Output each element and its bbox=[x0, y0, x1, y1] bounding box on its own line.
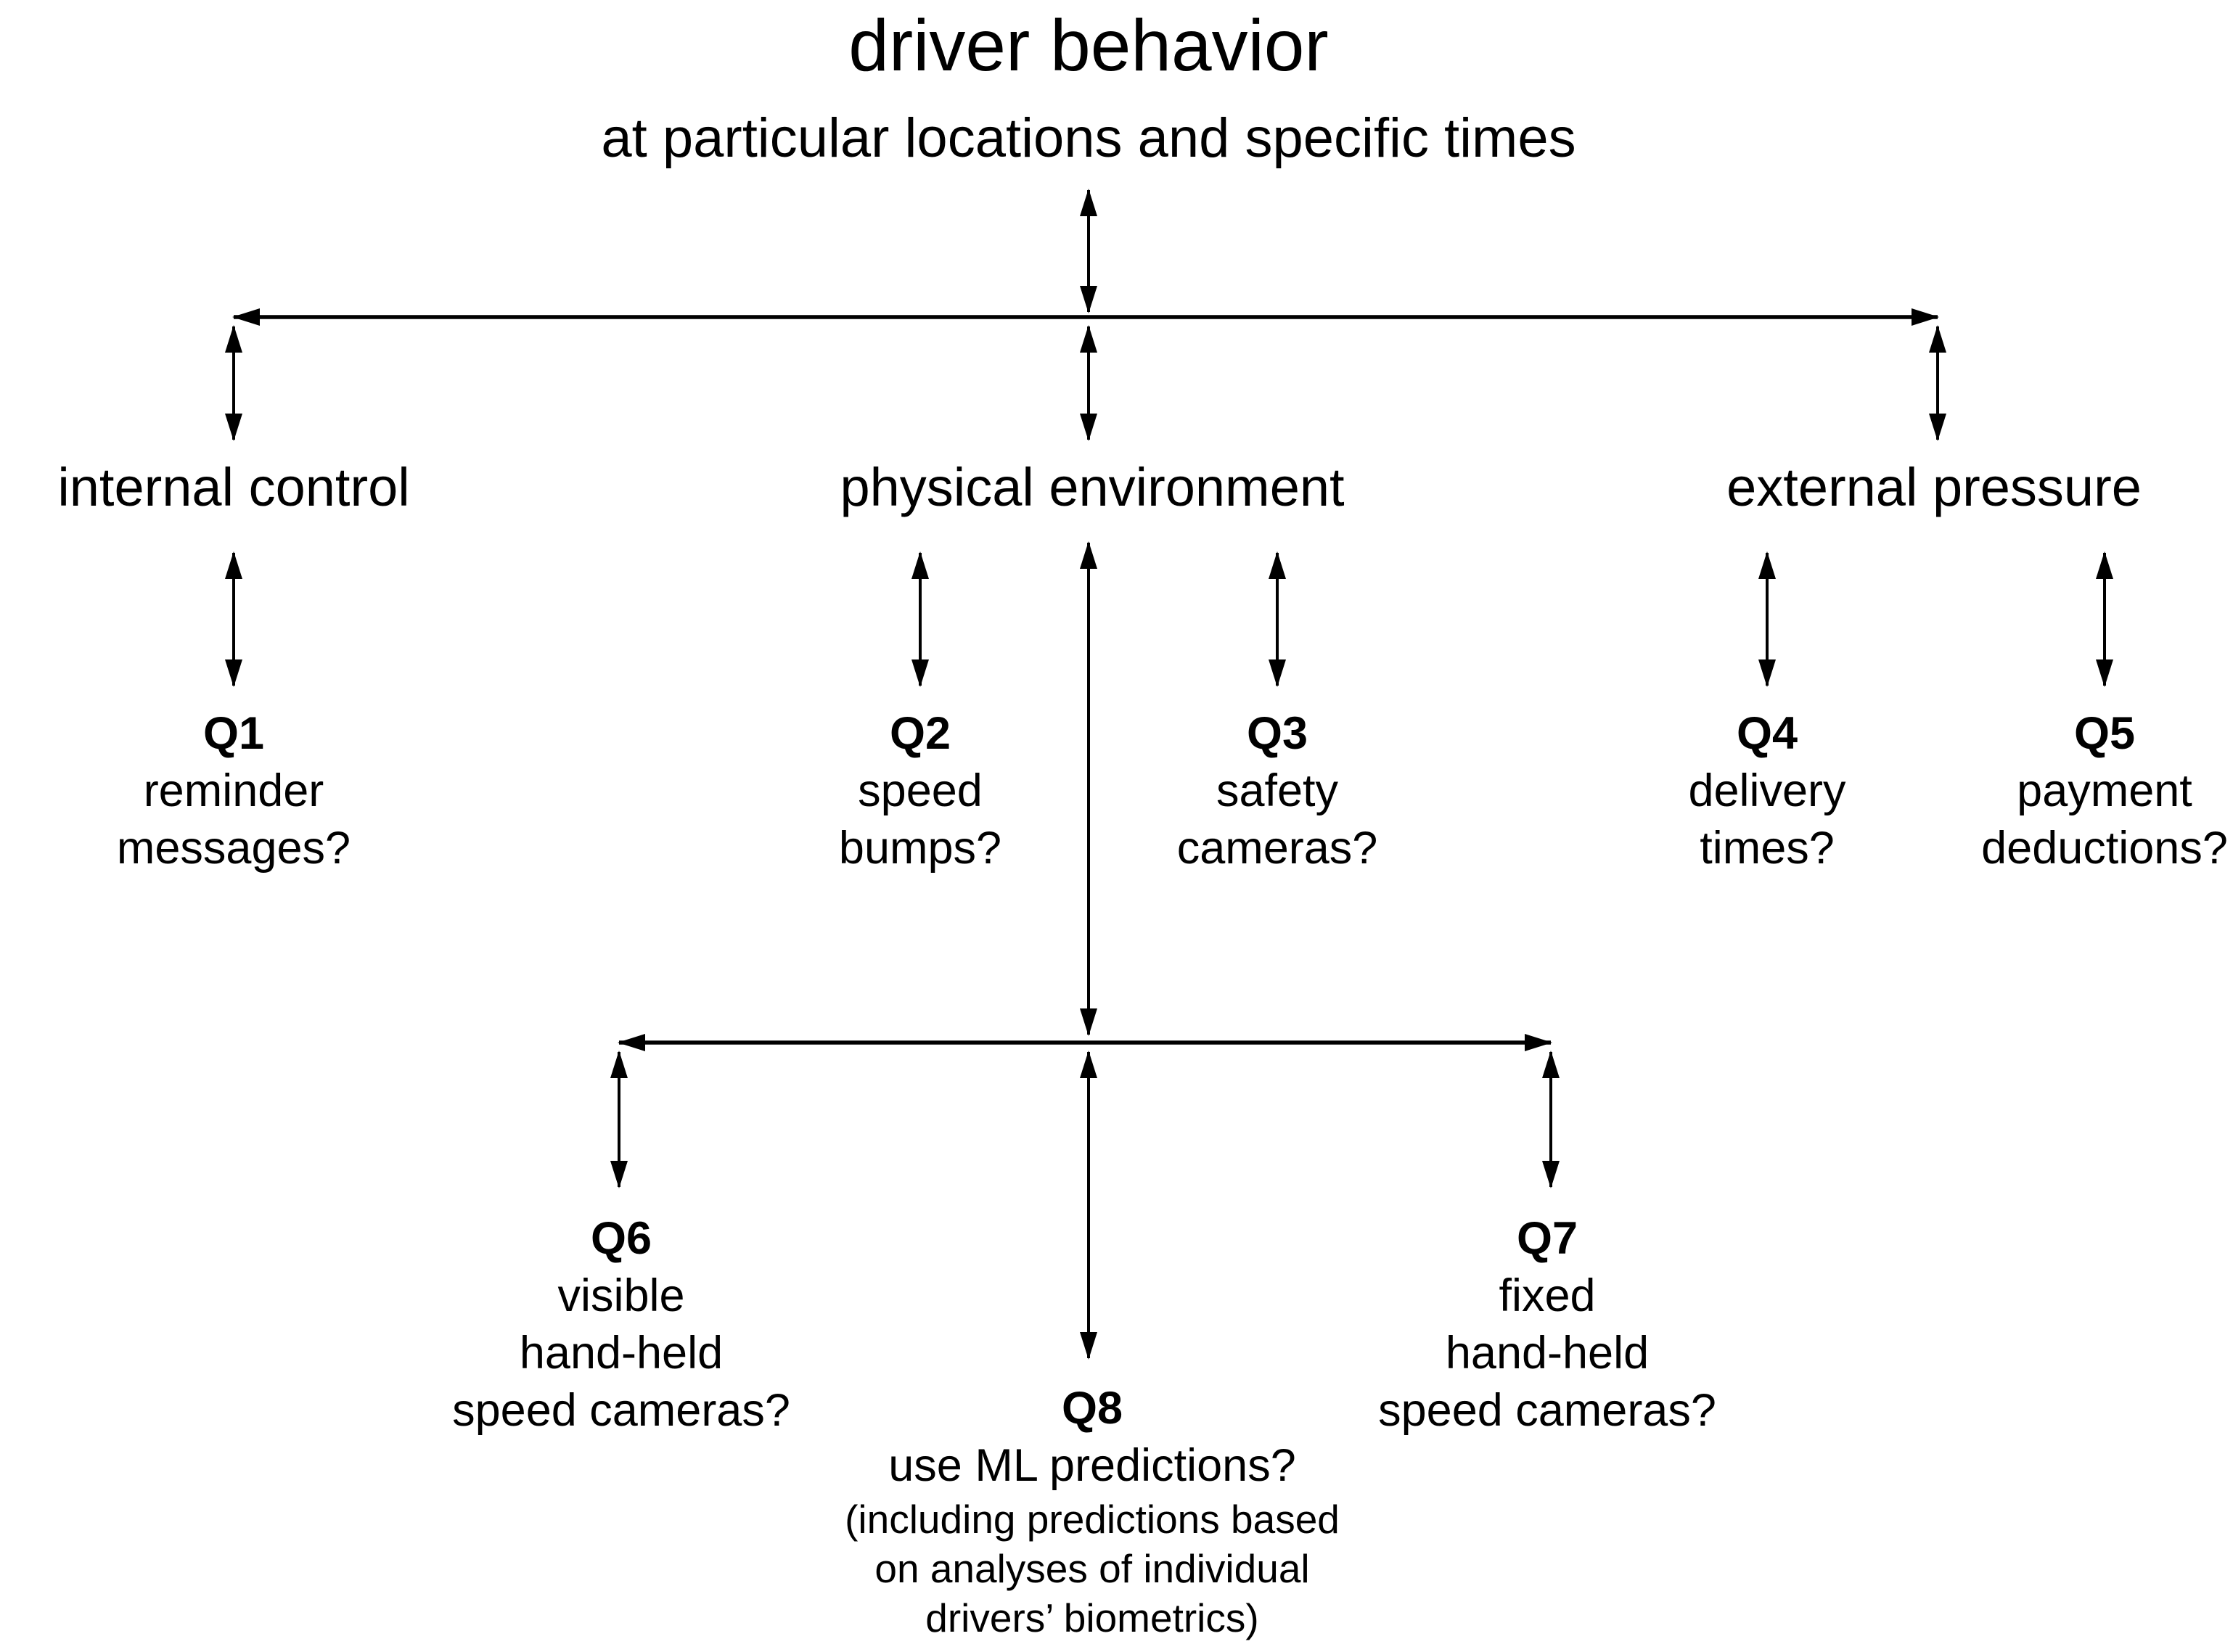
question-q2: Q2 speed bumps? bbox=[839, 705, 1001, 877]
question-q8-id: Q8 bbox=[1061, 1383, 1123, 1434]
question-q4-line: delivery bbox=[1688, 765, 1846, 816]
question-q1: Q1 reminder messages? bbox=[117, 705, 351, 877]
question-q8-note-line: on analyses of individual bbox=[874, 1546, 1310, 1591]
category-external-pressure: external pressure bbox=[1726, 457, 2142, 517]
question-q8-note-line: (including predictions based bbox=[845, 1497, 1340, 1542]
question-q7-line: speed cameras? bbox=[1378, 1385, 1716, 1436]
question-q4: Q4 delivery times? bbox=[1688, 705, 1845, 877]
question-q4-id: Q4 bbox=[1736, 708, 1798, 759]
question-q1-id: Q1 bbox=[202, 708, 265, 759]
question-q3-id: Q3 bbox=[1246, 708, 1308, 759]
question-q3-line: safety bbox=[1216, 765, 1339, 816]
question-q7-line: hand-held bbox=[1445, 1328, 1650, 1378]
question-q5-id: Q5 bbox=[2073, 708, 2136, 759]
question-q8-line: use ML predictions? bbox=[888, 1440, 1296, 1491]
question-q2-id: Q2 bbox=[889, 708, 951, 759]
question-q2-line: speed bbox=[858, 765, 983, 816]
question-q6-line: speed cameras? bbox=[452, 1385, 790, 1436]
question-q8: Q8 use ML predictions? (including predic… bbox=[845, 1380, 1340, 1643]
question-q5-line: payment bbox=[2017, 765, 2192, 816]
question-q2-line: bumps? bbox=[838, 823, 1002, 874]
question-q3: Q3 safety cameras? bbox=[1177, 705, 1378, 877]
question-q6: Q6 visible hand-held speed cameras? bbox=[452, 1210, 790, 1439]
question-q4-line: times? bbox=[1700, 823, 1835, 874]
question-q7-line: fixed bbox=[1499, 1270, 1596, 1321]
diagram-title: driver behavior bbox=[848, 5, 1329, 86]
question-q5: Q5 payment deductions? bbox=[1981, 705, 2228, 877]
question-q6-line: visible bbox=[557, 1270, 685, 1321]
category-internal-control: internal control bbox=[57, 457, 410, 517]
question-q5-line: deductions? bbox=[1981, 823, 2228, 874]
question-q3-line: cameras? bbox=[1176, 823, 1378, 874]
question-q7-id: Q7 bbox=[1516, 1213, 1578, 1264]
question-q7: Q7 fixed hand-held speed cameras? bbox=[1378, 1210, 1716, 1439]
diagram-subtitle: at particular locations and specific tim… bbox=[601, 107, 1576, 169]
question-q1-line: reminder bbox=[143, 765, 324, 816]
question-q6-line: hand-held bbox=[519, 1328, 724, 1378]
question-q1-line: messages? bbox=[116, 823, 351, 874]
category-physical-environment: physical environment bbox=[840, 457, 1345, 517]
question-q6-id: Q6 bbox=[590, 1213, 652, 1264]
question-q8-note-line: drivers’ biometrics) bbox=[925, 1595, 1259, 1640]
